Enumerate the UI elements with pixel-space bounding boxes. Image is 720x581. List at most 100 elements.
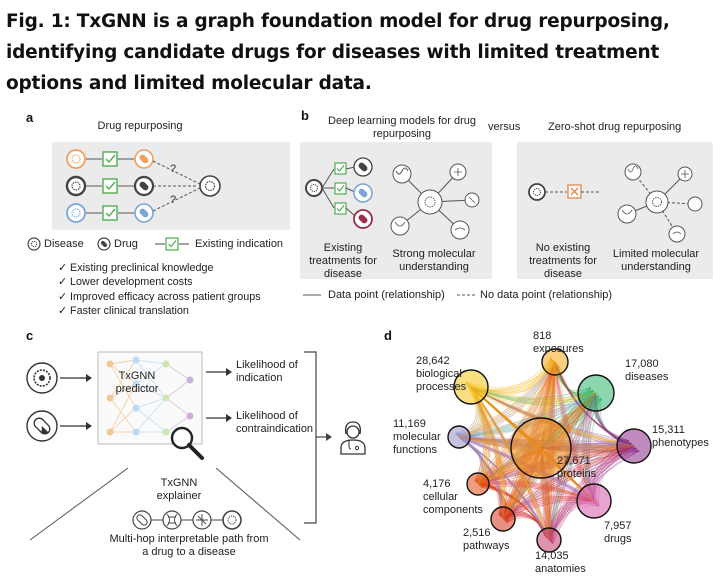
check-icon [102,151,118,221]
explainer-line [29,467,129,541]
graph-edge [458,359,554,438]
question-mark: ? [170,194,176,206]
graph-edge [457,361,556,436]
panel-b-heading-right: Zero-shot drug repurposing [548,121,682,133]
question-mark: ? [170,163,176,175]
predictor-label: TxGNN predictor [115,370,159,395]
graph-node-proteins [510,417,572,479]
graph-edge [499,445,635,516]
panel-a-label: a [26,110,34,125]
drug-legend-icon [97,237,111,251]
protein-network-icon [390,163,480,240]
magnifier-icon [170,426,204,460]
graph-edge [477,481,590,497]
graph-edge [462,361,556,441]
graph-node-drugs [576,483,612,519]
zero-shot-box [517,142,713,279]
graph-node-exposures [541,348,569,376]
graph-edge [458,357,552,438]
graph-edge [500,445,635,518]
disease-icon [305,179,323,197]
zero-shot-diagram [528,163,703,243]
disease-icon [528,183,546,201]
figure-title: Fig. 1: TxGNN is a graph foundation mode… [6,11,670,94]
disease-icon-orange [66,149,86,169]
dna-icon [162,510,182,530]
graph-node-diseases [577,374,615,412]
graph-edge [458,436,550,541]
protein-network-icon [617,163,703,243]
path-caption: Multi-hop interpretable path from a drug… [109,533,269,558]
graph-edge [457,434,550,541]
panel-a-diagram: ? ? [65,149,221,223]
deep-learning-diagram [305,157,480,240]
disease-legend-icon [27,237,41,251]
target-disease-icon [199,175,221,197]
disease-icon-dark [65,175,87,197]
graph-node-anatomies [536,527,562,553]
graph-edge [458,436,552,543]
graph-edge [502,442,632,520]
panel-c-label: c [26,328,34,343]
graph-edge [458,363,558,438]
cross-icon [567,184,582,199]
graph-edge [460,361,556,440]
disease-icon [222,510,242,530]
graph-edge [502,440,630,520]
graph-edge [458,361,556,438]
strong-understanding-caption: Strong molecular understanding [392,248,476,273]
limited-understanding-caption: Limited molecular understanding [612,248,700,273]
panel-d-label: d [384,328,392,343]
graph-edge [458,436,550,541]
graph-edge [458,365,560,438]
graph-edge [460,438,550,541]
graph-node-cellular-components [466,472,490,496]
pill-icon [133,149,155,223]
graph-edge [502,445,635,520]
solid-line-legend-icon [303,294,321,296]
indication-legend-icon [155,237,189,251]
legend-drug-label: Drug [114,238,138,250]
panel-c-diagram [26,351,332,541]
dashed-line-legend-icon [457,294,475,296]
legend-disease-label: Disease [44,238,84,250]
legend-indication-label: Existing indication [195,238,284,250]
panel-a-heading: Drug repurposing [97,120,183,132]
graph-node-pathways [490,506,516,532]
pill-icon [132,510,152,530]
no-treatments-caption: No existing treatments for disease [529,242,597,280]
disease-icon-blue [66,203,86,223]
protein-icon [192,510,212,530]
panel-b-label: b [301,108,309,123]
graph-edge [475,391,506,520]
neural-network-icon [106,356,194,436]
graph-edge [458,436,546,537]
graph-edge [458,361,556,438]
graph-edge [548,398,602,541]
explainer-line [215,467,301,541]
contraindication-output: Likelihood of contraindication [236,410,314,435]
knowledge-graph [447,348,652,553]
benefits-list: Existing preclinical knowledge Lower dev… [58,261,298,319]
list-item: Improved efficacy across patient groups [58,290,298,304]
graph-node-biological-processes [453,369,489,405]
graph-edge [474,361,556,482]
graph-edge [458,436,548,539]
graph-edge [455,361,556,435]
list-item: Faster clinical translation [58,304,298,318]
list-item: Lower development costs [58,275,298,289]
graph-edge [458,387,591,438]
graph-node-phenotypes [616,428,652,464]
legend-dashed-label: No data point (relationship) [480,289,613,301]
check-icon [334,162,347,215]
pill-icon [353,157,373,229]
legend-solid-label: Data point (relationship) [328,289,445,301]
panel-b-heading-left: Deep learning models for drug repurposin… [328,115,476,140]
